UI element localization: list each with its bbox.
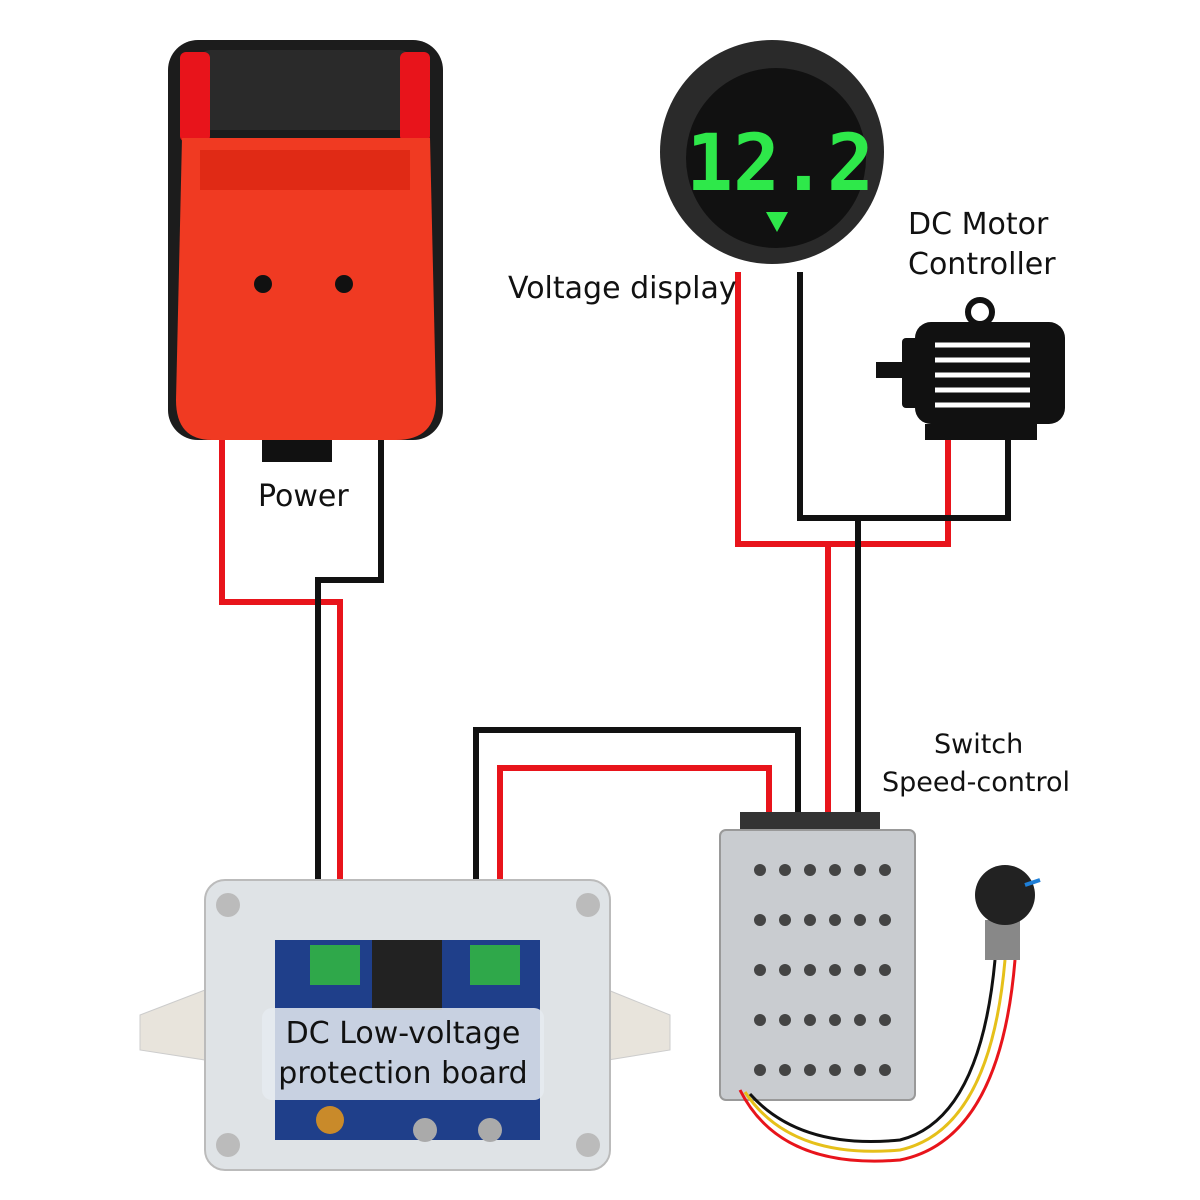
speed-controller [719, 812, 916, 1101]
potentiometer-knob [738, 865, 1041, 1163]
switch-label-line2: Speed-control [882, 767, 1070, 798]
voltmeter-reading: 12.2 [686, 119, 874, 209]
board-label-line1: DC Low-voltage [285, 1016, 521, 1051]
voltmeter-red-wire [735, 272, 951, 547]
motor-label-line2: Controller [908, 247, 1056, 282]
board-out-black-wire [473, 727, 801, 905]
board-label-line2: protection board [278, 1056, 528, 1091]
motor-label-line1: DC Motor [908, 207, 1049, 242]
voltmeter-black-wire [797, 272, 1011, 521]
motor-icon [876, 297, 1065, 440]
switch-label-line1: Switch [934, 729, 1024, 760]
battery [168, 40, 443, 462]
board-out-red-wire [497, 765, 772, 905]
board-label: DC Low-voltage protection board [262, 1008, 544, 1100]
voltmeter: 12.2 [660, 40, 884, 264]
battery-black-wire [315, 440, 384, 905]
battery-red-wire [219, 440, 343, 905]
down-arrow-icon [766, 212, 788, 232]
voltage-display-label: Voltage display [508, 271, 737, 306]
power-label: Power [258, 479, 349, 514]
